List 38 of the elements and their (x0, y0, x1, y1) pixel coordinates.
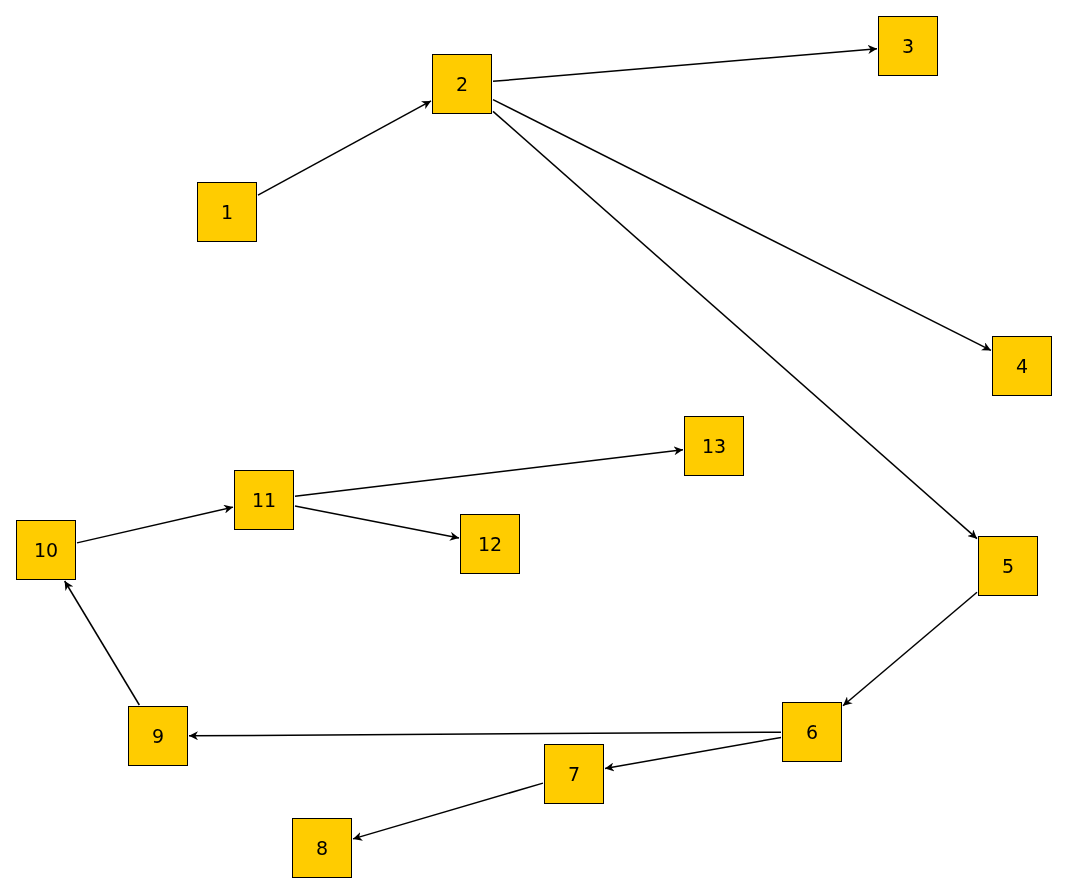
arrow (492, 110, 978, 540)
node-label: 12 (477, 533, 503, 555)
arrow (188, 731, 782, 741)
node-box (197, 182, 257, 242)
arrow (352, 782, 544, 841)
node-label: 8 (315, 837, 329, 859)
arrow (492, 98, 992, 352)
node-box (782, 702, 842, 762)
node-box (432, 54, 492, 114)
node-box (460, 514, 520, 574)
arrow (76, 504, 234, 544)
node-label: 6 (805, 721, 819, 743)
node-box (128, 706, 188, 766)
node-label: 7 (567, 763, 581, 785)
arrow (294, 505, 460, 541)
node-box (544, 744, 604, 804)
node-box (878, 16, 938, 76)
node-label: 11 (251, 489, 277, 511)
node-box (234, 470, 294, 530)
arrow (63, 580, 141, 706)
node-label: 10 (33, 539, 59, 561)
node-box (992, 336, 1052, 396)
arrow (604, 736, 782, 772)
arrow (257, 100, 432, 196)
node-box (978, 536, 1038, 596)
node-label: 9 (151, 725, 165, 747)
arrow (492, 44, 878, 83)
arrow (842, 591, 978, 707)
node-label: 1 (220, 201, 234, 223)
node-box (684, 416, 744, 476)
node-label: 3 (901, 35, 915, 57)
node-label: 4 (1015, 355, 1029, 377)
node-label: 13 (701, 435, 727, 457)
node-label: 5 (1001, 555, 1015, 577)
node-label: 2 (455, 73, 469, 95)
node-box (16, 520, 76, 580)
arrow (294, 446, 684, 498)
node-box (292, 818, 352, 878)
